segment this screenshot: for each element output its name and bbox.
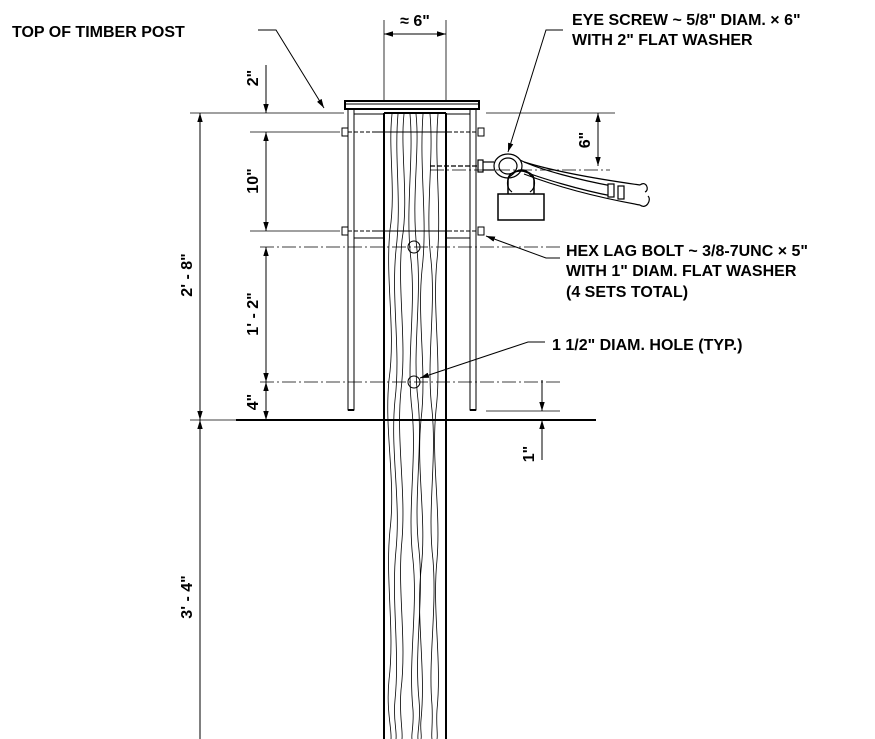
dim-eye-screw-depth: 6" [577,132,594,148]
timber-post [383,112,447,739]
note-lag-bolt-line1: HEX LAG BOLT ~ 3/8-7UNC × 5" [566,243,808,260]
steel-sleeve [344,100,480,411]
wood-grain [387,113,440,739]
dim-post-width: ≈ 6" [400,13,430,30]
note-lag-bolt-line2: WITH 1" DIAM. FLAT WASHER [566,263,797,280]
dimension-lines [197,31,601,739]
note-eye-screw-line2: WITH 2" FLAT WASHER [572,32,753,49]
padlock-icon [497,170,545,221]
note-lag-bolt-line3: (4 SETS TOTAL) [566,284,688,301]
dim-block-height: 10" [245,168,262,193]
dim-cap-gap: 2" [245,70,262,86]
note-hole: 1 1/2" DIAM. HOLE (TYP.) [552,337,742,354]
dim-hole-spacing: 1' - 2" [245,292,262,335]
dim-below-ground: 3' - 4" [179,575,196,618]
lag-bolts [341,127,485,236]
dim-hole-to-ground: 4" [245,394,262,410]
leader-lines [258,29,563,379]
note-top-of-post: TOP OF TIMBER POST [12,24,185,41]
note-eye-screw-line1: EYE SCREW ~ 5/8" DIAM. × 6" [572,12,801,29]
filler-block-left [353,113,385,239]
filler-block-right [445,113,471,239]
dim-sleeve-above-ground: 1" [521,446,538,462]
dim-above-ground: 2' - 8" [179,253,196,296]
